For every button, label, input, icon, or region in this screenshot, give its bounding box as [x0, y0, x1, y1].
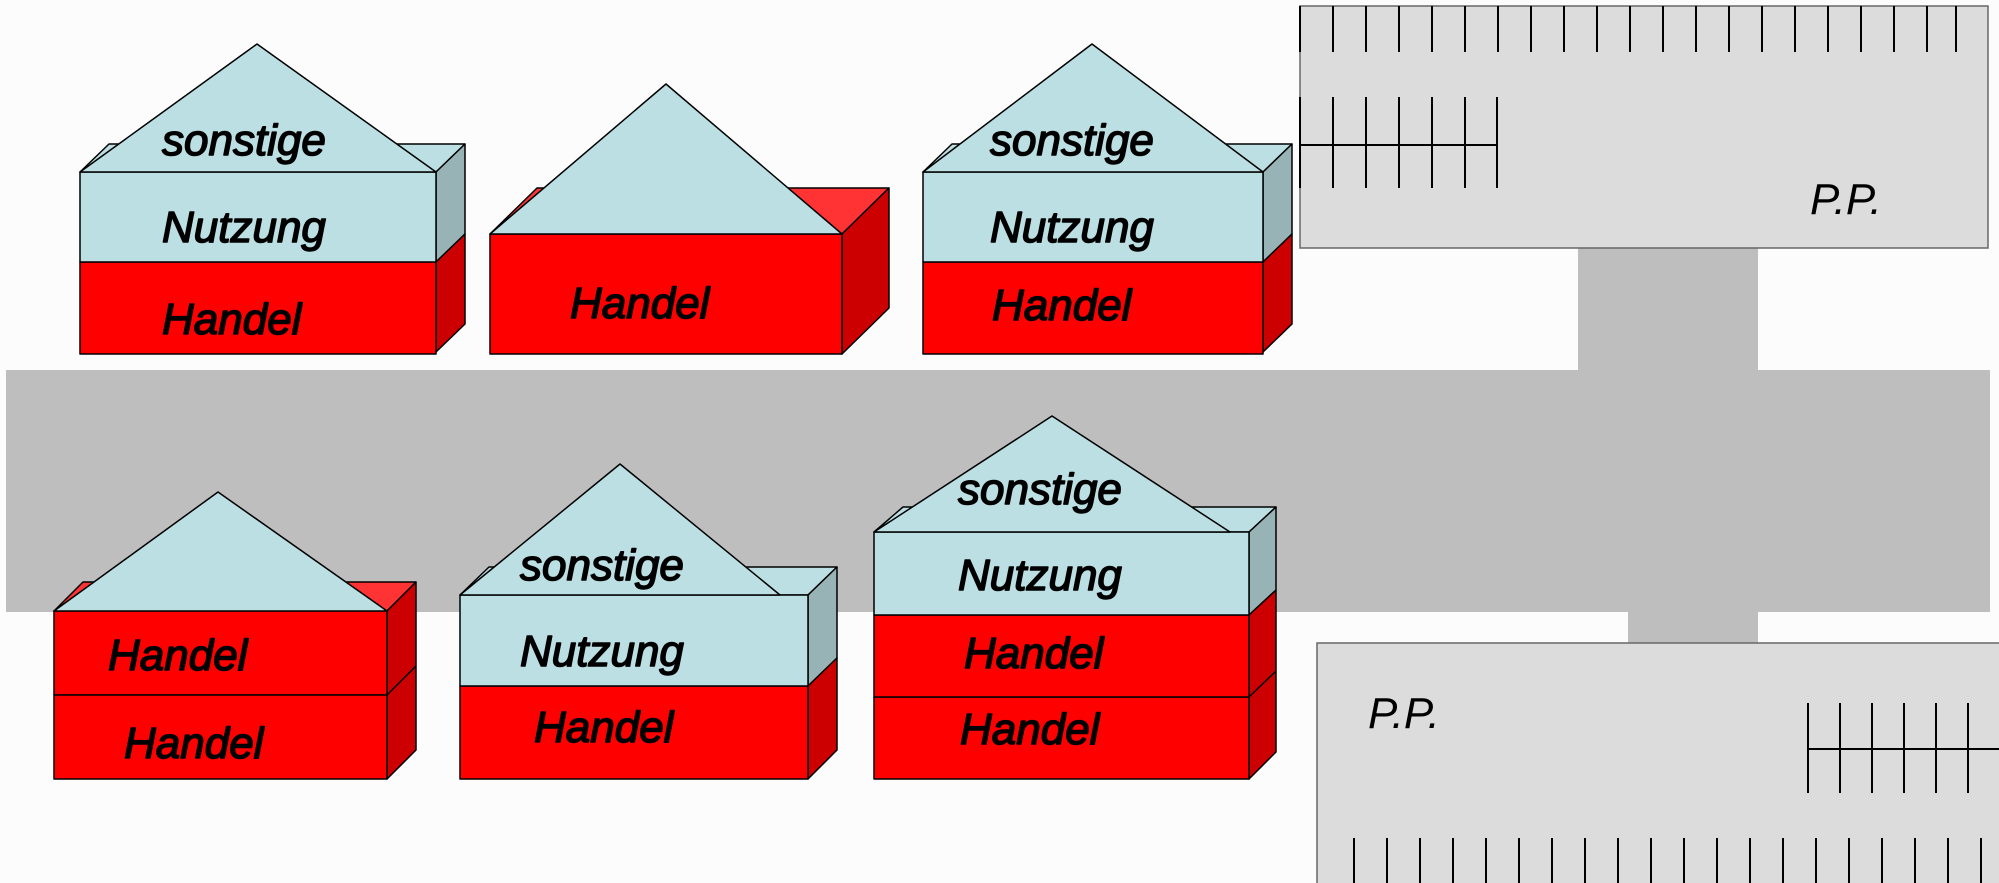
building-6-label-sonstige: sonstige [958, 465, 1122, 514]
building-4-roof [53, 491, 388, 612]
building-3-roof [922, 43, 1264, 173]
building-6-floor-handel-upper [873, 614, 1250, 698]
building-2-label-handel: Handel [570, 279, 711, 328]
parking-stalls-bottom-block [1807, 703, 1999, 793]
parking-stalls-bottom-row [1353, 838, 1982, 883]
building-5-label-nutzung: Nutzung [520, 627, 684, 676]
building-6: sonstige Nutzung Handel Handel [873, 415, 1277, 780]
building-4-label-handel-lower: Handel [124, 719, 265, 768]
building-6-label-handel-upper: Handel [964, 629, 1105, 678]
building-6-roof [873, 415, 1231, 533]
building-3-label-sonstige: sonstige [990, 116, 1154, 165]
building-4: Handel Handel [53, 491, 417, 780]
building-6-floor-handel-lower [873, 696, 1250, 780]
building-2: Handel [489, 83, 890, 355]
parking-lot-top: P.P. [1299, 5, 1989, 249]
building-1-label-handel: Handel [162, 295, 303, 344]
building-1: sonstige Nutzung Handel [79, 43, 466, 355]
building-6-label-nutzung: Nutzung [958, 551, 1122, 600]
parking-lot-bottom: P.P. [1316, 642, 1999, 883]
building-6-floor-other [873, 531, 1250, 616]
building-5-label-sonstige: sonstige [520, 541, 684, 590]
building-4-floor-handel-lower [53, 694, 388, 780]
building-5-floor-handel [459, 685, 809, 780]
street-connector-top [1578, 248, 1758, 372]
building-1-floor-other [79, 171, 437, 263]
building-1-roof [79, 43, 437, 173]
building-3-label-handel: Handel [992, 281, 1133, 330]
building-5-roof [459, 463, 781, 596]
parking-stalls-top-block [1299, 97, 1498, 188]
building-3: sonstige Nutzung Handel [922, 43, 1293, 355]
building-3-floor-other [922, 171, 1264, 263]
parking-stalls-top-row [1299, 6, 1957, 52]
building-5: sonstige Nutzung Handel [459, 463, 838, 780]
building-1-label-nutzung: Nutzung [162, 203, 326, 252]
building-6-label-handel-lower: Handel [960, 705, 1101, 754]
building-3-label-nutzung: Nutzung [990, 203, 1154, 252]
street-connector-bottom [1628, 610, 1758, 644]
building-2-floor-handel [489, 233, 843, 355]
building-4-label-handel-upper: Handel [108, 631, 249, 680]
parking-label-bottom: P.P. [1368, 689, 1440, 738]
building-5-label-handel: Handel [534, 703, 675, 752]
building-5-floor-other [459, 594, 809, 687]
building-1-label-sonstige: sonstige [162, 116, 326, 165]
building-2-roof [489, 83, 843, 235]
building-3-floor-handel [922, 261, 1264, 355]
parking-label-top: P.P. [1810, 175, 1882, 224]
